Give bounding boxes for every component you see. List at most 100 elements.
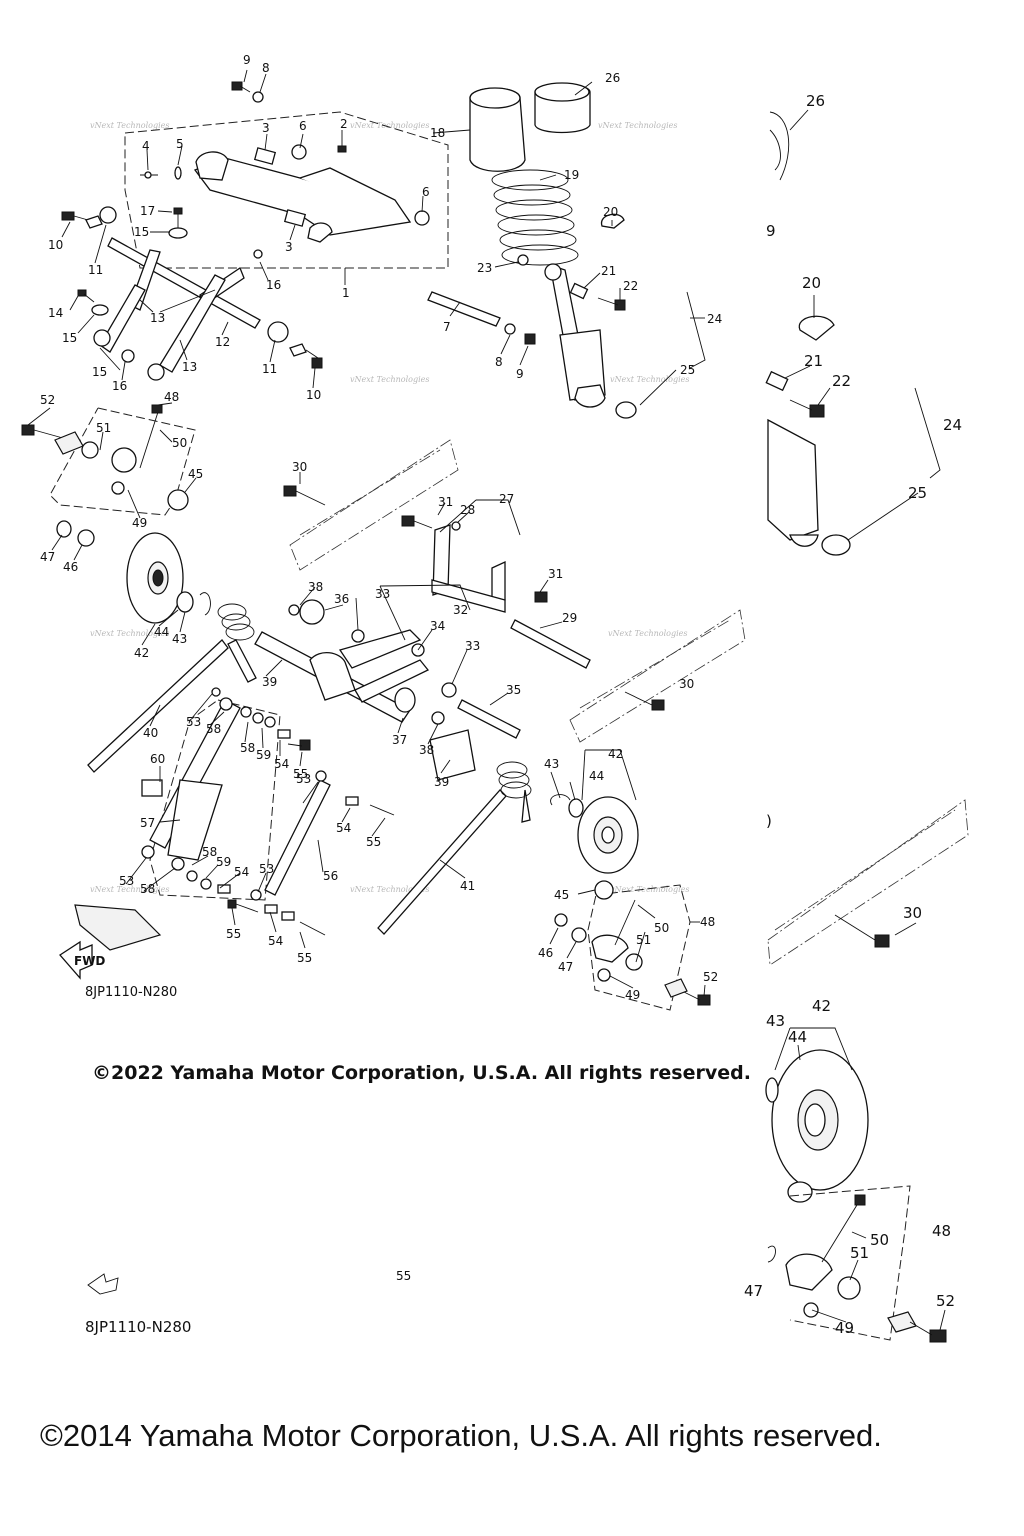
callout: 48 (164, 390, 179, 404)
callout: 28 (460, 503, 475, 517)
callout: 30 (292, 460, 307, 474)
callout: 15 (134, 225, 149, 239)
watermark: vNext Technologies (350, 121, 429, 130)
callout: 52 (936, 1292, 955, 1310)
callout: 55 (297, 951, 312, 965)
callout: 52 (40, 393, 55, 407)
fwd-arrow-fragment (87, 1273, 119, 1295)
callout: 53 (259, 862, 274, 876)
callout: 38 (419, 743, 434, 757)
callout: 48 (700, 915, 715, 929)
callout: 54 (234, 865, 249, 879)
callout: 59 (216, 855, 231, 869)
callout: 15 (92, 365, 107, 379)
callout: 39 (434, 775, 449, 789)
callout: 54 (274, 757, 289, 771)
callout: 44 (154, 625, 169, 639)
callout: 5 (176, 137, 184, 151)
watermark: vNext Technologies (350, 885, 429, 894)
callout: 49 (835, 1319, 854, 1337)
callout: 8 (262, 61, 270, 75)
rear-arm-assembly: FWD (59, 439, 746, 1011)
callout: 21 (601, 264, 616, 278)
callout: 48 (932, 1222, 951, 1240)
callout: 19 (564, 168, 579, 182)
fwd-label: FWD (74, 954, 105, 968)
callout: 49 (132, 516, 147, 530)
callout: 58 (206, 722, 221, 736)
callout: 7 (443, 320, 451, 334)
callout: 24 (943, 416, 962, 434)
callout: 8 (495, 355, 503, 369)
callout: 55 (226, 927, 241, 941)
callout: 60 (150, 752, 165, 766)
callout: 40 (143, 726, 158, 740)
callout: 52 (703, 970, 718, 984)
callout: 39 (262, 675, 277, 689)
callout: 42 (812, 997, 831, 1015)
rear-shock-assembly (469, 82, 706, 419)
callout: 30 (903, 904, 922, 922)
callout: 26 (806, 92, 825, 110)
callout: 9 (243, 53, 251, 67)
callout: 34 (430, 619, 445, 633)
callout: 58 (240, 741, 255, 755)
callout: 51 (636, 933, 651, 947)
callout: 33 (375, 587, 390, 601)
leader-lines (27, 69, 946, 1331)
callout: 16 (112, 379, 127, 393)
callout: 25 (680, 363, 695, 377)
callout: 14 (48, 306, 63, 320)
callout: 41 (460, 879, 475, 893)
callout: 21 (804, 352, 823, 370)
callout: 27 (499, 492, 514, 506)
callout: 4 (142, 139, 150, 153)
callout: 44 (788, 1028, 807, 1046)
copyright-lower: ©2014 Yamaha Motor Corporation, U.S.A. A… (40, 1418, 882, 1453)
callout: 45 (554, 888, 569, 902)
callout: 12 (215, 335, 230, 349)
callout: 42 (134, 646, 149, 660)
callout: 31 (548, 567, 563, 581)
callout: 31 (438, 495, 453, 509)
watermarks: vNext Technologies vNext Technologies vN… (90, 121, 689, 894)
watermark: vNext Technologies (350, 375, 429, 384)
callout: 26 (605, 71, 620, 85)
callout: 35 (506, 683, 521, 697)
callout: 56 (323, 869, 338, 883)
callout: 55 (366, 835, 381, 849)
callout: 33 (465, 639, 480, 653)
callout: 15 (62, 331, 77, 345)
callout-numbers: 1 2 3 3 4 5 6 6 7 8 8 9 9 10 10 11 11 12… (40, 53, 962, 1337)
front-arm-assembly (61, 81, 536, 381)
callout: 58 (202, 845, 217, 859)
diagram-code-lower: 8JP1110-N280 (85, 1318, 192, 1336)
cut-fragment: 55 (396, 1269, 411, 1283)
callout: 42 (608, 747, 623, 761)
callout: 10 (48, 238, 63, 252)
callout: 43 (172, 632, 187, 646)
callout: 2 (340, 117, 348, 131)
callout: 13 (182, 360, 197, 374)
upper-idler-assembly (21, 404, 211, 624)
callout: 29 (562, 611, 577, 625)
callout: 53 (119, 874, 134, 888)
callout: 20 (802, 274, 821, 292)
callout: 10 (306, 388, 321, 402)
callout: 50 (654, 921, 669, 935)
cut-fragment: 9 (766, 222, 776, 240)
callout: 44 (589, 769, 604, 783)
callout: 9 (516, 367, 524, 381)
callout: 54 (336, 821, 351, 835)
callout: 54 (268, 934, 283, 948)
callout: 22 (623, 279, 638, 293)
callout: 47 (558, 960, 573, 974)
callout: 3 (262, 121, 270, 135)
diagram-code: 8JP1110-N280 (85, 985, 178, 1000)
watermark: vNext Technologies (598, 121, 677, 130)
callout: 23 (477, 261, 492, 275)
watermark: vNext Technologies (610, 885, 689, 894)
callout: 45 (188, 467, 203, 481)
callout: 43 (766, 1012, 785, 1030)
